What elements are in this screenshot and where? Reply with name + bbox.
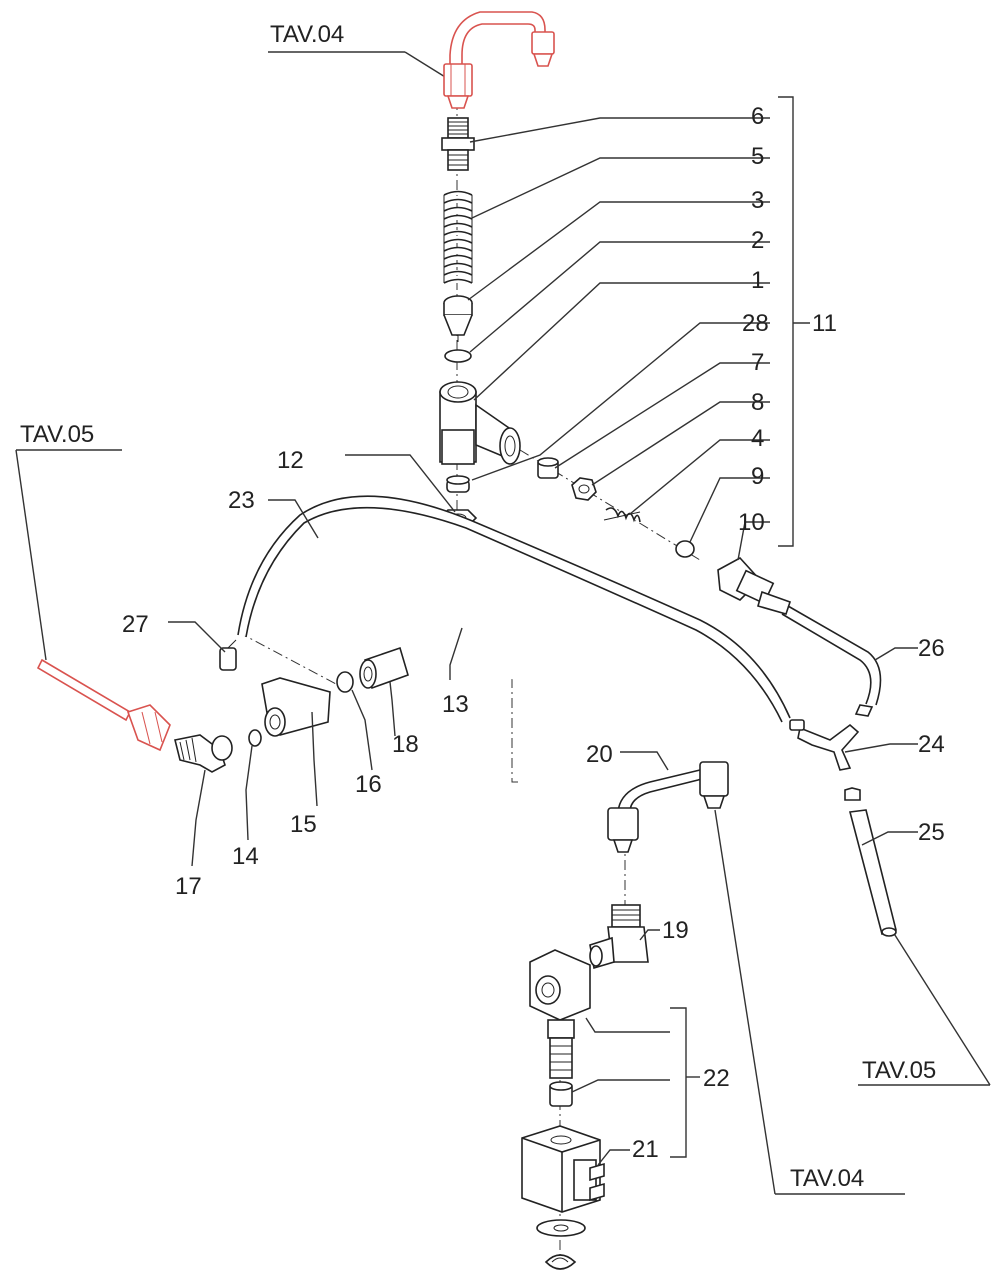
part-16-o-ring — [336, 671, 354, 693]
part-20-pipe — [607, 761, 729, 853]
part-22-valve-body — [529, 949, 591, 1079]
ref-tav05-right: TAV.05 — [858, 931, 991, 1086]
part-3-poppet — [443, 295, 473, 342]
ref-tav04-top-label: TAV.04 — [270, 21, 344, 48]
callout-19: 19 — [662, 917, 689, 944]
part-24-y-connector — [789, 719, 860, 771]
ref-tav05-left-label: TAV.05 — [20, 421, 94, 448]
axis-left-fittings — [237, 631, 339, 686]
part-14-o-ring — [248, 729, 262, 747]
part-4-small-spring — [603, 507, 641, 523]
callout-24: 24 — [918, 731, 945, 758]
part-6-nipple — [441, 117, 475, 171]
part-22-plunger — [549, 1081, 573, 1107]
part-7-bushing — [537, 457, 559, 479]
pipe-tav05-left — [36, 658, 171, 752]
callout-1: 1 — [751, 267, 764, 294]
hose-23 — [237, 495, 791, 723]
callout-3: 3 — [751, 187, 764, 214]
callout-16: 16 — [355, 771, 382, 798]
callout-7: 7 — [751, 349, 764, 376]
part-1-valve-body — [439, 381, 521, 465]
ref-tav05-left: TAV.05 — [15, 421, 122, 661]
part-8-hex-bushing — [571, 477, 597, 501]
ref-tav04-bottom: TAV.04 — [714, 809, 905, 1195]
callout-9: 9 — [751, 463, 764, 490]
callout-15: 15 — [290, 811, 317, 838]
hose-26 — [781, 605, 882, 717]
part-5-spring — [443, 190, 473, 284]
part-19-elbow — [589, 904, 649, 970]
part-10-connector — [717, 556, 792, 615]
callout-13: 13 — [442, 691, 469, 718]
callout-2: 2 — [751, 227, 764, 254]
ref-tav04-top: TAV.04 — [268, 21, 451, 81]
callout-25: 25 — [918, 819, 945, 846]
callout-6: 6 — [751, 103, 764, 130]
callout-23: 23 — [228, 487, 255, 514]
callout-26: 26 — [918, 635, 945, 662]
ref-tav04-bottom-label: TAV.04 — [790, 1165, 864, 1192]
part-25-hose — [844, 787, 897, 937]
callout-11: 11 — [812, 310, 837, 337]
part-27-barb-fitting — [219, 639, 237, 671]
callout-14: 14 — [232, 843, 259, 870]
callout-21: 21 — [632, 1136, 659, 1163]
callout-22: 22 — [703, 1065, 730, 1092]
callout-27: 27 — [122, 611, 149, 638]
callout-10: 10 — [738, 509, 765, 536]
ref-tav05-right-label: TAV.05 — [862, 1057, 936, 1084]
pipe-tav04-top — [443, 11, 555, 109]
part-21-washer — [536, 1219, 586, 1237]
bracket-assembly-11 — [778, 96, 810, 547]
part-18-adapter — [359, 646, 409, 690]
part-9-washer — [675, 540, 695, 558]
callout-17: 17 — [175, 873, 202, 900]
callout-numbers: 6 5 3 2 1 28 11 7 8 4 9 10 12 23 27 13 1… — [122, 103, 945, 1163]
part-21-coil — [521, 1125, 605, 1213]
leader-lines — [168, 117, 918, 1166]
bracket-assembly-22 — [670, 1007, 700, 1158]
callout-8: 8 — [751, 389, 764, 416]
part-21-clip — [544, 1254, 577, 1270]
callout-28: 28 — [742, 310, 769, 337]
callout-20: 20 — [586, 741, 613, 768]
callout-18: 18 — [392, 731, 419, 758]
part-15-body — [261, 677, 331, 737]
callout-5: 5 — [751, 143, 764, 170]
part-2-o-ring — [444, 349, 472, 363]
callout-12: 12 — [277, 447, 304, 474]
part-17-elbow — [174, 734, 233, 773]
part-28-seal-disc — [446, 475, 470, 493]
callout-4: 4 — [751, 425, 764, 452]
